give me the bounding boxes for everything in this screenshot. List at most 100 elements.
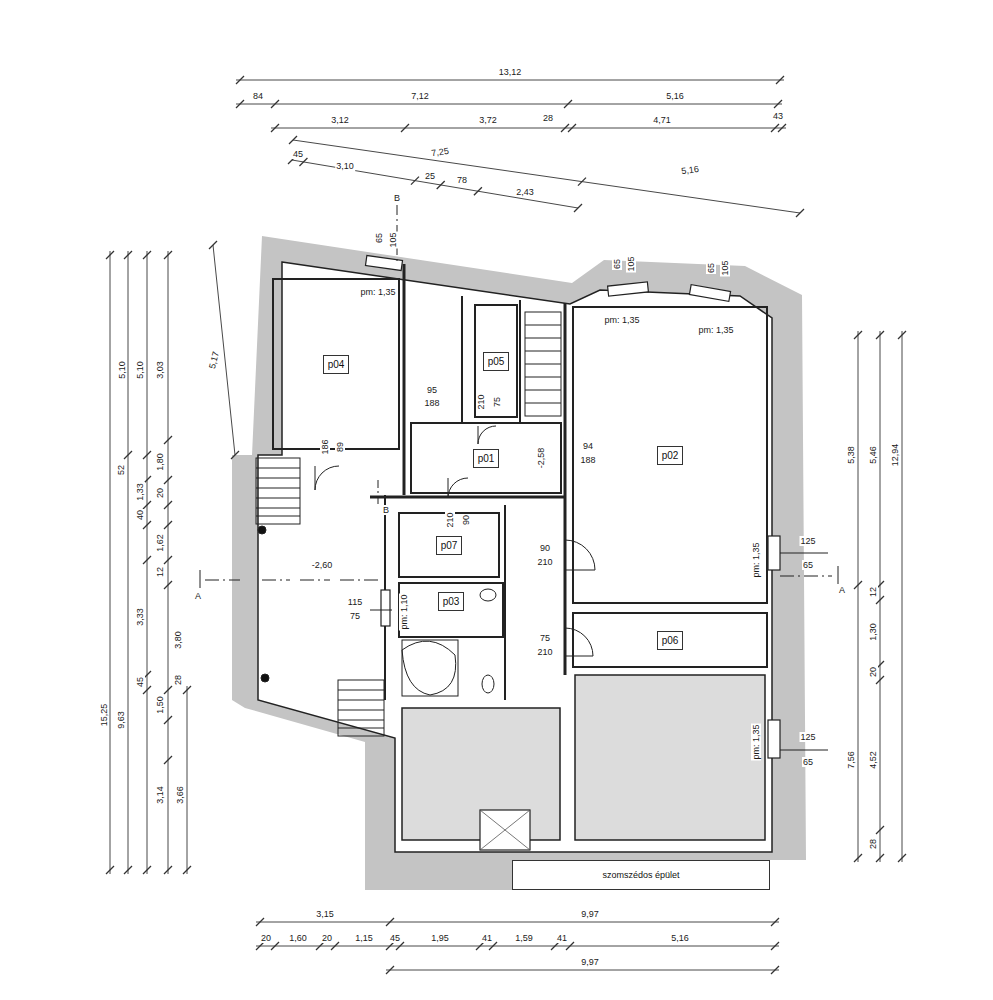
dimension-line <box>256 942 264 950</box>
window <box>689 285 730 302</box>
stair <box>256 458 300 524</box>
stair-steps <box>256 468 300 516</box>
dimension-line <box>854 331 862 339</box>
section-lines <box>200 205 838 890</box>
dimension-label: 75 <box>539 633 551 643</box>
dimension-line <box>271 100 279 108</box>
dimension-label: 2,43 <box>515 187 535 197</box>
room-label: p01 <box>473 449 500 468</box>
dimension-label: 3,80 <box>173 630 183 650</box>
dimension-line <box>476 942 484 950</box>
dimension-line <box>271 942 279 950</box>
dimension-line <box>316 942 324 950</box>
door-swing <box>315 466 339 490</box>
dimension-label: 3,15 <box>315 909 335 919</box>
dimension-label: 1,60 <box>288 933 308 943</box>
door-swing <box>565 540 595 570</box>
dimension-line <box>437 181 445 189</box>
section-arrow <box>200 566 838 588</box>
dimension-label: 188 <box>423 398 440 408</box>
dimension-line <box>771 918 779 926</box>
dimension-line <box>854 854 862 862</box>
dimension-label: 125 <box>799 536 816 546</box>
inner-wall <box>564 303 567 675</box>
dimension-label: 41 <box>481 933 493 943</box>
dimension-label: A <box>194 591 202 601</box>
shaft-cross <box>480 810 530 850</box>
dimension-line <box>289 136 297 144</box>
dimension-line <box>187 686 188 874</box>
dimension-line <box>396 942 404 950</box>
dimension-label: pm: 1,35 <box>359 287 396 297</box>
room-label: szomszédos épület <box>598 867 683 883</box>
dimension-label: B <box>393 193 401 203</box>
dimension-label: 3,66 <box>175 785 185 805</box>
dimension-label: 5,38 <box>846 445 856 465</box>
dimension-line <box>386 970 779 971</box>
dimension-line <box>898 331 906 339</box>
dimension-line <box>256 918 264 926</box>
section-a <box>205 580 380 581</box>
dimension-label: 7,56 <box>846 750 856 770</box>
dimension-label: 65 <box>612 258 622 270</box>
dimension-line <box>231 451 239 459</box>
dimension-line <box>902 331 903 862</box>
dimension-label: 15,25 <box>99 703 109 728</box>
dimension-label: 25 <box>424 171 436 181</box>
dimension-label: 9,97 <box>580 957 600 967</box>
dimension-line <box>236 104 782 105</box>
dimension-label: 90 <box>539 543 551 553</box>
dimension-line <box>578 178 586 186</box>
dimension-line <box>386 918 394 926</box>
dimension-label: 3,33 <box>135 607 145 627</box>
dimension-label: 5,10 <box>135 360 145 380</box>
dimension-line <box>143 866 151 874</box>
dimension-label: 65 <box>802 560 814 570</box>
window <box>768 536 780 570</box>
dimension-line <box>411 177 419 185</box>
inner-wall <box>370 496 565 499</box>
dimension-line <box>293 140 800 213</box>
dimension-label: 20 <box>321 933 333 943</box>
dimension-line <box>566 942 574 950</box>
dimension-line <box>164 686 172 694</box>
dimension-lines <box>106 76 906 974</box>
dimension-label: 94 <box>582 441 594 451</box>
dimension-label: 20 <box>155 487 165 499</box>
dimension-line <box>292 160 578 208</box>
dimension-line <box>386 942 394 950</box>
dimension-label: 20 <box>868 666 878 678</box>
dimension-line <box>128 251 129 874</box>
stair <box>525 312 561 416</box>
dimension-label: 210 <box>445 511 455 528</box>
dimension-label: 45 <box>135 676 145 688</box>
dimension-label: 188 <box>579 455 596 465</box>
dimension-line <box>386 966 394 974</box>
room-p03: p03 <box>398 582 504 638</box>
dimension-label: 75 <box>492 396 502 408</box>
dimension-label: 5,16 <box>665 91 685 101</box>
dimension-line <box>124 251 132 259</box>
dimension-line <box>854 581 862 589</box>
dimension-line <box>401 124 409 132</box>
dimension-label: 5,17 <box>207 349 222 370</box>
dimension-line <box>551 942 559 950</box>
dimension-label: 12 <box>868 586 878 598</box>
dimension-label: pm: 1,35 <box>751 723 761 760</box>
dimension-line <box>124 866 132 874</box>
dimension-label: 3,12 <box>330 115 350 125</box>
dimension-label: 12,94 <box>890 443 900 468</box>
door-swing <box>478 426 496 444</box>
washbasin <box>480 589 496 601</box>
dimension-line <box>106 251 114 259</box>
dimension-line <box>331 942 339 950</box>
dimension-label: 43 <box>772 111 784 121</box>
dimension-label: 28 <box>542 113 554 123</box>
dimension-line <box>164 476 172 484</box>
dimension-label: 89 <box>335 441 345 453</box>
dimension-label: 90 <box>461 514 471 526</box>
inner-wall <box>504 505 506 700</box>
dimension-label: 115 <box>347 597 363 607</box>
dimension-label: 1,62 <box>155 533 165 553</box>
